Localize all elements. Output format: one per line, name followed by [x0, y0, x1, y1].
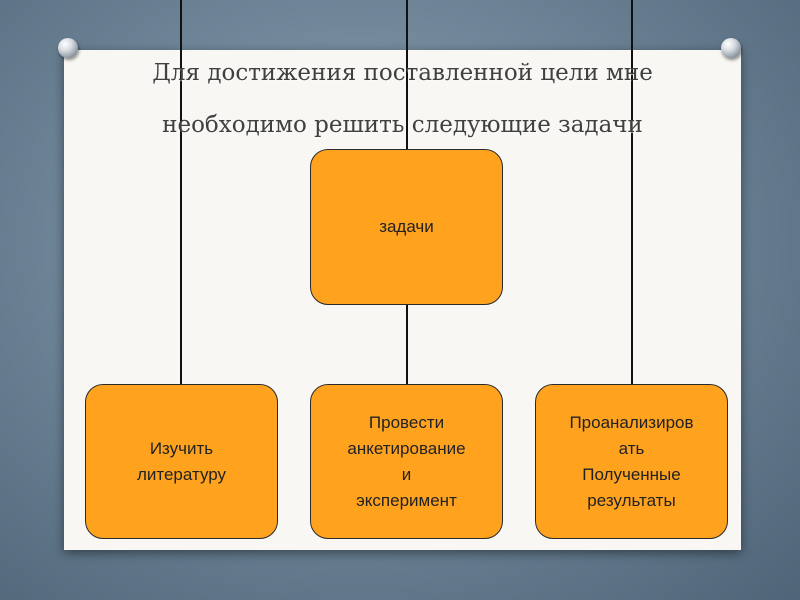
slide-title-line-2: необходимо решить следующие задачи [64, 112, 741, 138]
root-node-label: задачи [379, 214, 434, 240]
slide-title-line-1: Для достижения поставленной цели мне [64, 60, 741, 86]
node-text-line: литературу [137, 462, 226, 488]
node-text-line: Проанализиров [569, 410, 693, 436]
node-text-line: эксперимент [356, 488, 457, 514]
node-text-line: Изучить [150, 436, 213, 462]
node-text-line: и [402, 462, 412, 488]
child-node-analyze-results: Проанализиров ать Полученные результаты [535, 384, 728, 539]
child-node-study-literature: Изучить литературу [85, 384, 278, 539]
node-text-line: ать [619, 436, 645, 462]
node-text-line: анкетирование [347, 436, 465, 462]
child-node-survey-experiment: Провести анкетирование и эксперимент [310, 384, 503, 539]
node-text-line: Полученные [582, 462, 680, 488]
node-text-line: Провести [369, 410, 444, 436]
node-text-line: результаты [587, 488, 675, 514]
root-node-tasks: задачи [310, 149, 503, 305]
